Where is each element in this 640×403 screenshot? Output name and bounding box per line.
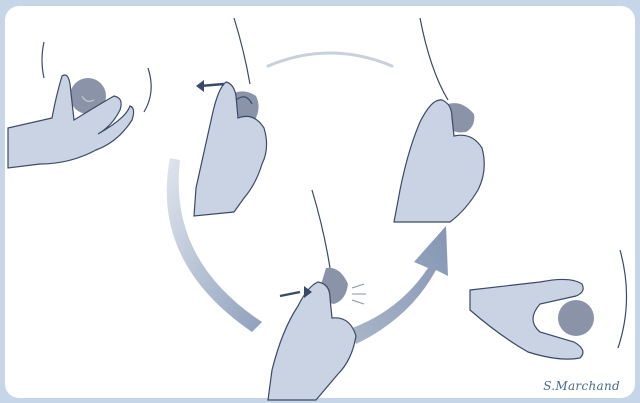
step-compress: [394, 18, 484, 222]
artist-signature: S.Marchand: [543, 379, 620, 393]
areola-icon: [558, 300, 594, 336]
step-express: [268, 190, 366, 400]
step-cup-hand: [8, 42, 151, 168]
step-press-back: [194, 18, 267, 216]
step-support-hand: [470, 250, 627, 359]
direction-arrow-icon: [280, 292, 300, 296]
milk-spray-icon: [352, 284, 366, 304]
